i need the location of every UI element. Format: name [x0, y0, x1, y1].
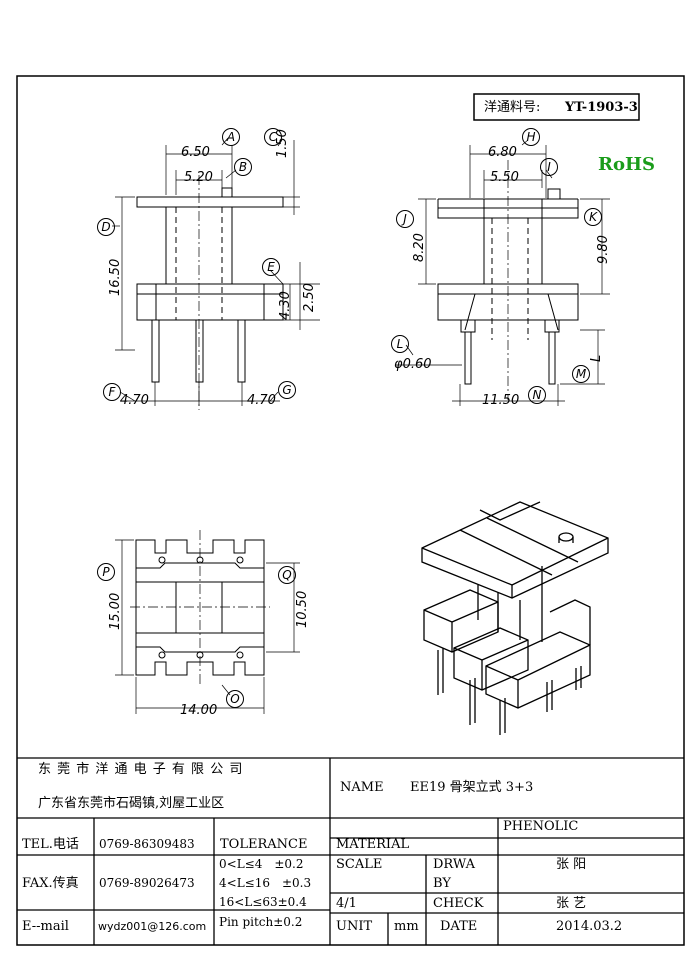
drawn-label-2: BY: [433, 876, 451, 891]
material-label: MATERIAL: [336, 837, 410, 852]
marker-o: O: [226, 690, 244, 708]
check-value: 张 艺: [556, 896, 587, 911]
dim-side-a: 6.80: [488, 145, 517, 160]
dim-f: 2.50: [302, 283, 317, 312]
dim-g: 4.70: [120, 393, 149, 408]
dim-side-e: φ0.60: [394, 357, 432, 372]
date-value: 2014.03.2: [556, 919, 623, 934]
dim-bottom-b: 10.50: [295, 590, 310, 628]
name-label: NAME: [340, 780, 384, 795]
dim-bottom-a: 15.00: [108, 592, 123, 630]
name-value: EE19 骨架立式 3+3: [410, 780, 534, 795]
check-label: CHECK: [433, 896, 484, 911]
scale-value: 4/1: [336, 896, 357, 911]
bottom-view-outline: [115, 530, 300, 714]
part-no-value: YT-1903-3: [565, 100, 638, 115]
dim-d: 16.50: [108, 258, 123, 296]
marker-d: D: [97, 218, 115, 236]
dim-side-c: 8.20: [412, 233, 427, 262]
side-view-outline: [395, 139, 610, 406]
email-label: E--mail: [22, 919, 69, 934]
tolerance-1: 0<L≤4 ±0.2: [219, 857, 304, 871]
front-view-outline: [112, 137, 320, 410]
marker-j: J: [396, 210, 414, 228]
marker-h: H: [522, 128, 540, 146]
scale-label: SCALE: [336, 857, 383, 872]
dim-side-d: 9.80: [596, 235, 611, 264]
dim-side-g: L: [589, 354, 604, 362]
tolerance-3: 16<L≤63±0.4: [219, 895, 307, 909]
tolerance-2: 4<L≤16 ±0.3: [219, 876, 312, 890]
email-value: wydz001@126.com: [98, 920, 207, 933]
part-no-label: 洋通料号:: [484, 100, 541, 115]
marker-a: A: [222, 128, 240, 146]
tolerance-label: TOLERANCE: [220, 837, 308, 852]
dim-bottom-c: 14.00: [180, 703, 218, 718]
marker-k: K: [584, 208, 602, 226]
unit-value: mm: [394, 919, 419, 934]
marker-i: I: [540, 158, 558, 176]
company-name: 东 莞 市 洋 通 电 子 有 限 公 司: [38, 762, 244, 777]
marker-e: E: [262, 258, 280, 276]
dim-side-b: 5.50: [490, 170, 519, 185]
tel-value: 0769-86309483: [99, 837, 195, 851]
material-value: PHENOLIC: [503, 819, 579, 834]
marker-q: Q: [278, 566, 296, 584]
tolerance-4: Pin pitch±0.2: [219, 915, 303, 929]
marker-b: B: [234, 158, 252, 176]
unit-label: UNIT: [336, 919, 373, 934]
marker-n: N: [528, 386, 546, 404]
rohs-mark: RoHS: [598, 154, 655, 175]
dim-b: 5.20: [184, 170, 213, 185]
date-label: DATE: [440, 919, 478, 934]
dim-e: 4.30: [278, 291, 293, 320]
dim-side-f: 11.50: [482, 393, 520, 408]
dim-a: 6.50: [181, 145, 210, 160]
tel-label: TEL.电话: [22, 837, 79, 852]
drawn-label-1: DRWA: [433, 857, 476, 872]
marker-g: G: [278, 381, 296, 399]
fax-label: FAX.传真: [22, 876, 79, 891]
marker-p: P: [97, 563, 115, 581]
company-address: 广东省东莞市石碣镇,刘屋工业区: [38, 796, 225, 811]
marker-f: F: [103, 383, 121, 401]
marker-c: C: [264, 128, 282, 146]
isometric-view-outline: [421, 501, 609, 735]
fax-value: 0769-89026473: [99, 876, 195, 890]
dim-h: 4.70: [247, 393, 276, 408]
title-block-grid: [17, 757, 684, 945]
marker-l: L: [391, 335, 409, 353]
marker-m: M: [572, 365, 590, 383]
drawn-value: 张 阳: [556, 857, 587, 872]
